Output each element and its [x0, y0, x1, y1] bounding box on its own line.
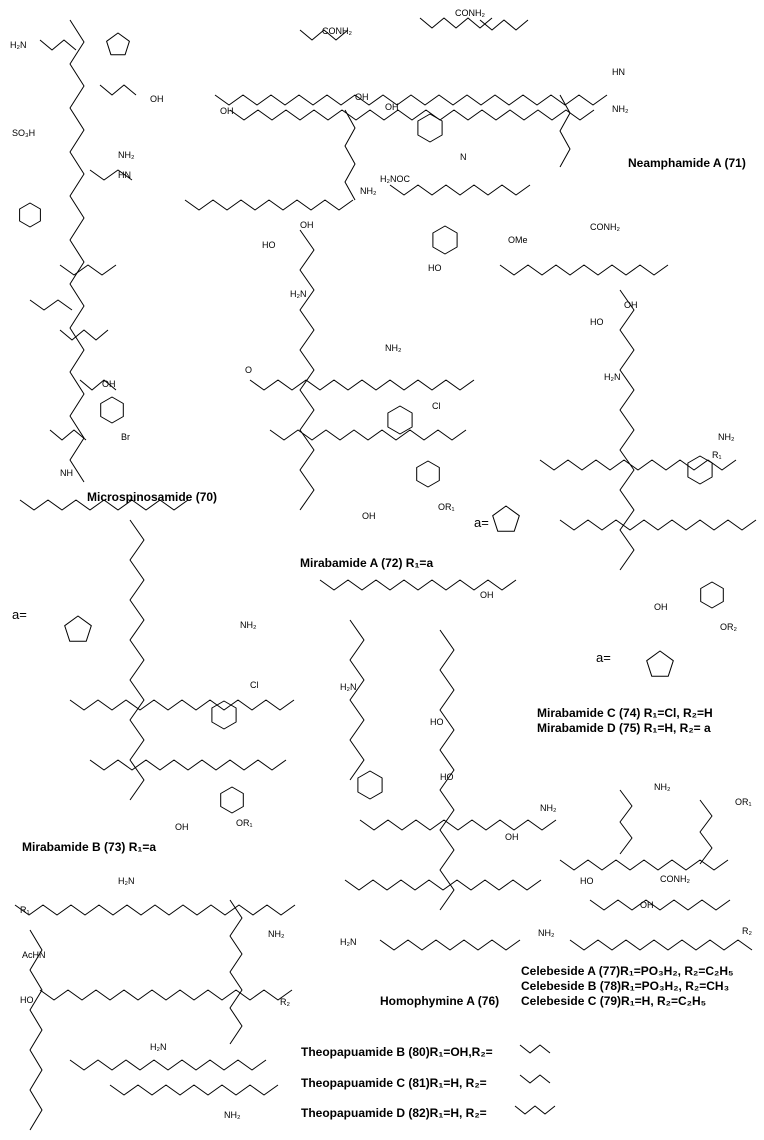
atom-hn-2: HN — [612, 67, 625, 77]
atom-cl-2: Cl — [250, 680, 259, 690]
atom-achn: AcHN — [22, 950, 46, 960]
atom-n-1: N — [460, 152, 467, 162]
atom-nh2-3: NH₂ — [360, 186, 377, 196]
label-mirabamide-a: Mirabamide A (72) R₁=a — [300, 556, 434, 570]
label-mirabamide-d: Mirabamide D (75) R₁=H, R₂= a — [537, 721, 711, 735]
atom-ho-7: HO — [20, 995, 34, 1005]
atom-ho-3: HO — [590, 317, 604, 327]
sugar-label-mirabamide-b: a= — [12, 607, 27, 622]
atom-oh-1: OH — [150, 94, 164, 104]
atom-h2n-4: H₂N — [340, 682, 357, 692]
atom-h2n-1: H₂N — [10, 40, 27, 50]
atom-h2n-6: H₂N — [118, 876, 135, 886]
atom-nh2-1: NH₂ — [118, 150, 135, 160]
atom-nh2-6: NH₂ — [240, 620, 257, 630]
label-celebeside-c: Celebeside C (79)R₁=H, R₂=C₂H₅ — [521, 994, 707, 1008]
label-neamphamide-a: Neamphamide A (71) — [628, 156, 746, 170]
atom-ho-2: HO — [262, 240, 276, 250]
label-homophymine-a: Homophymine A (76) — [380, 994, 500, 1008]
atom-or1-3: OR₁ — [735, 797, 752, 807]
atom-or2-1: OR₂ — [720, 622, 738, 632]
atom-nh2-8: NH₂ — [538, 928, 555, 938]
atom-br: Br — [121, 432, 130, 442]
label-mirabamide-b: Mirabamide B (73) R₁=a — [22, 840, 157, 854]
atom-or1-1: OR₁ — [438, 502, 455, 512]
atom-nh2-7: NH₂ — [540, 803, 557, 813]
atom-nh2-5: NH₂ — [718, 432, 735, 442]
atom-nh2-10: NH₂ — [268, 929, 285, 939]
atom-oh-11: OH — [480, 590, 494, 600]
atom-oh-6: OH — [300, 220, 314, 230]
atom-nh2-11: NH₂ — [224, 1110, 241, 1120]
atom-oh-5: OH — [385, 102, 399, 112]
sugar-label-mirabamide-a: a= — [474, 515, 489, 530]
atom-ho-1: HO — [428, 263, 442, 273]
atom-r2-2: R₂ — [280, 997, 290, 1007]
label-celebeside-b: Celebeside B (78)R₁=PO₃H₂, R₂=CH₃ — [521, 979, 730, 993]
atom-h2noc: H₂NOC — [380, 174, 410, 184]
atom-ho-6: HO — [580, 876, 594, 886]
label-mirabamide-c: Mirabamide C (74) R₁=Cl, R₂=H — [537, 706, 713, 720]
atom-so3h: SO₃H — [12, 128, 35, 138]
atom-h2n-5: H₂N — [340, 937, 357, 947]
atom-oh-2: OH — [102, 379, 116, 389]
atom-oh-4: OH — [355, 92, 369, 102]
atom-oh-10: OH — [175, 822, 189, 832]
label-microspinosamide: Microspinosamide (70) — [87, 490, 218, 504]
atom-conh2-1: CONH₂ — [322, 26, 352, 36]
atom-hn-1: HN — [118, 170, 131, 180]
atom-conh2-2: CONH₂ — [455, 8, 485, 18]
label-celebeside-a: Celebeside A (77)R₁=PO₃H₂, R₂=C₂H₅ — [521, 964, 734, 978]
atom-o-1: O — [245, 365, 252, 375]
atom-nh-1: NH — [60, 468, 73, 478]
label-theopapuamide-c: Theopapuamide C (81)R₁=H, R₂= — [301, 1076, 487, 1090]
atom-oh-13: OH — [640, 900, 654, 910]
atom-conh2-4: CONH₂ — [660, 874, 690, 884]
atom-r2-1: R₂ — [742, 926, 752, 936]
atom-ho-5: HO — [440, 772, 454, 782]
atom-cl-1: Cl — [432, 401, 441, 411]
atom-nh2-9: NH₂ — [654, 782, 671, 792]
atom-oh-7: OH — [362, 511, 376, 521]
atom-r1-2: R₁ — [20, 905, 30, 915]
atom-oh-12: OH — [505, 832, 519, 842]
atom-ho-4: HO — [430, 717, 444, 727]
label-theopapuamide-d: Theopapuamide D (82)R₁=H, R₂= — [301, 1106, 487, 1120]
atom-h2n-3: H₂N — [604, 372, 621, 382]
atom-h2n-7: H₂N — [150, 1042, 167, 1052]
atom-conh2-3: CONH₂ — [590, 222, 620, 232]
sugar-label-mirabamide-cd: a= — [596, 650, 611, 665]
atom-oh-9: OH — [654, 602, 668, 612]
atom-nh2-4: NH₂ — [385, 343, 402, 353]
atom-oh-3: OH — [220, 106, 234, 116]
atom-ome-1: OMe — [508, 235, 528, 245]
atom-r1-1: R₁ — [712, 450, 722, 460]
atom-or1-2: OR₁ — [236, 818, 253, 828]
atom-h2n-2: H₂N — [290, 289, 307, 299]
atom-oh-8: OH — [624, 300, 638, 310]
atom-nh2-2: NH₂ — [612, 104, 629, 114]
label-theopapuamide-b: Theopapuamide B (80)R₁=OH,R₂= — [301, 1045, 493, 1059]
